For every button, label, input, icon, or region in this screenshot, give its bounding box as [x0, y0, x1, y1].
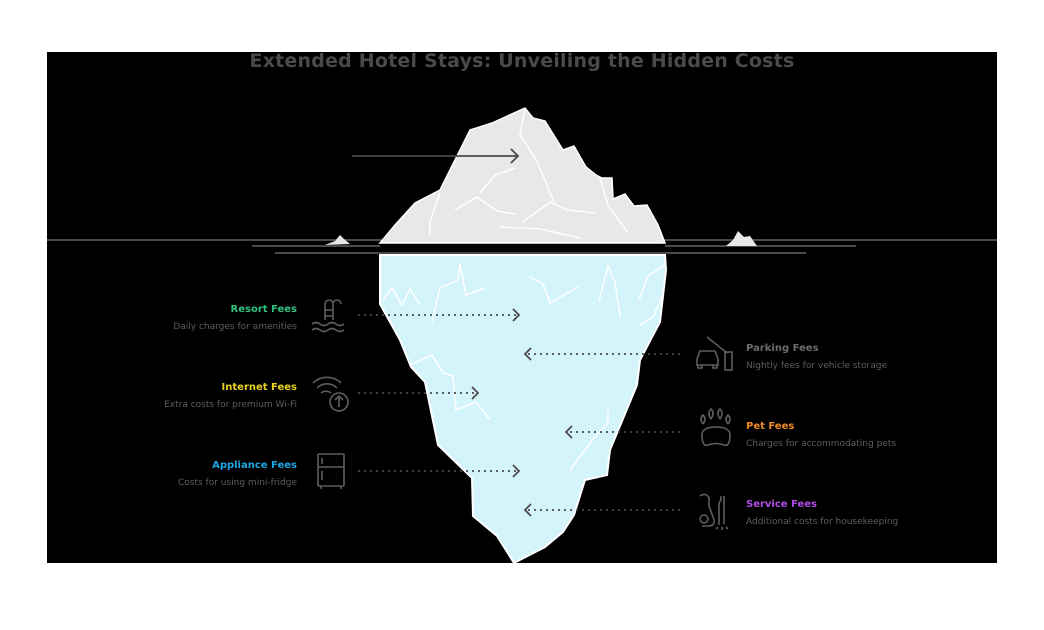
- wifi-upload-icon: [312, 376, 349, 412]
- resort-fees-label: Resort Fees: [230, 304, 297, 315]
- pet-fees-description: Charges for accommodating pets: [746, 439, 897, 449]
- car-parking-gate-icon: [696, 336, 733, 371]
- resort-fees-description: Daily charges for amenities: [173, 322, 297, 332]
- small-iceberg-left: [325, 235, 350, 245]
- vacuum-cleaner-icon: [699, 493, 729, 530]
- internet-fees-label: Internet Fees: [221, 382, 297, 393]
- iceberg-submerged-cracks: [382, 263, 666, 471]
- parking-fees-label: Parking Fees: [746, 343, 819, 354]
- iceberg-submerged: [379, 254, 668, 565]
- internet-fees-description: Extra costs for premium Wi-Fi: [164, 400, 297, 410]
- parking-fees-description: Nightly fees for vehicle storage: [746, 361, 887, 371]
- diagram-title: Extended Hotel Stays: Unveiling the Hidd…: [249, 50, 795, 72]
- pet-fees-label: Pet Fees: [746, 421, 795, 432]
- pool-ladder-icon: [311, 299, 345, 333]
- fridge-icon: [317, 453, 345, 489]
- service-fees-label: Service Fees: [746, 499, 817, 510]
- iceberg-tip-cracks: [429, 107, 629, 239]
- iceberg-tip: [378, 107, 667, 244]
- appliance-fees-label: Appliance Fees: [212, 460, 297, 471]
- small-iceberg-right: [726, 231, 757, 246]
- appliance-fees-description: Costs for using mini-fridge: [177, 478, 297, 488]
- arrows: [352, 148, 683, 517]
- service-fees-description: Additional costs for housekeeping: [746, 517, 899, 527]
- paw-icon: [700, 407, 731, 447]
